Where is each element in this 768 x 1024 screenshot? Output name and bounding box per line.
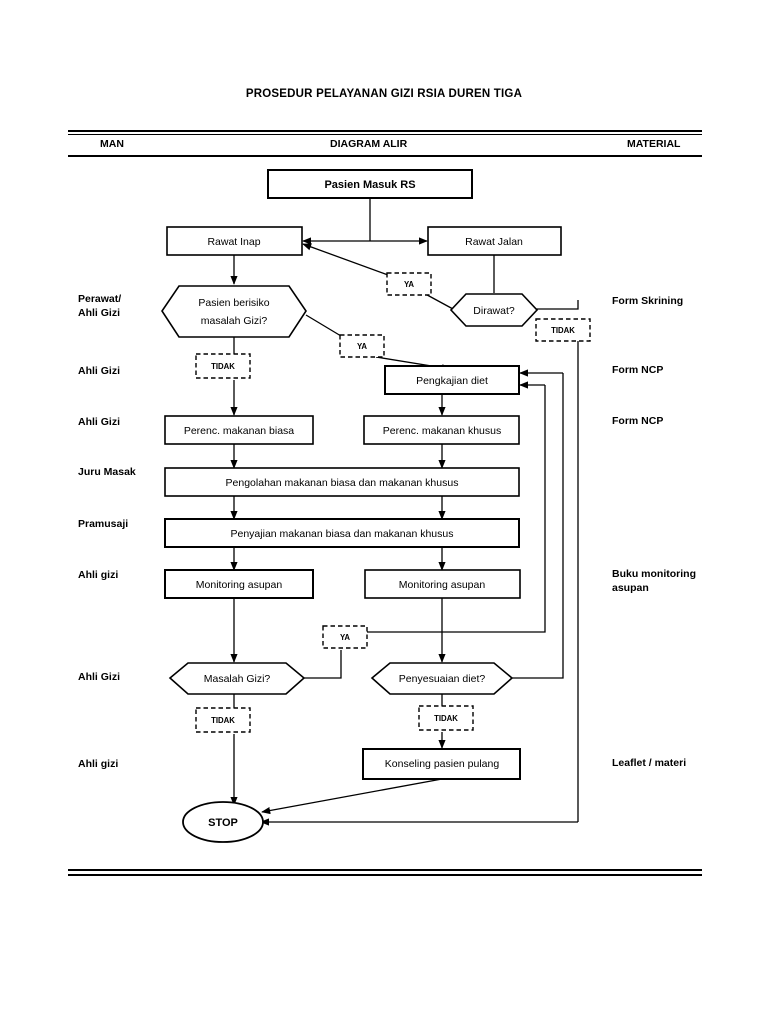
node-label-pengolahan-makanan: Pengolahan makanan biasa dan makanan khu… [226,477,459,489]
node-label-rawat-jalan: Rawat Jalan [465,236,523,248]
node-perenc-makanan-khusus[interactable]: Perenc. makanan khusus [363,415,520,445]
column-header-diagram: DIAGRAM ALIR [330,138,408,150]
tag-ya-dirawat: YA [386,272,432,296]
node-dirawat[interactable]: Dirawat? [449,293,539,327]
footer-rule-inner [68,874,702,876]
material-label-form-ncp-1: Form NCP [612,364,664,376]
node-label-konseling-pasien-pulang: Konseling pasien pulang [385,758,500,770]
header-rule-bottom [68,155,702,157]
header-rule-top-outer [68,130,702,132]
tag-ya-masalah-gizi: YA [322,625,368,649]
node-label-pasien-berisiko-line2: masalah Gizi? [201,315,268,327]
tag-tidak-dirawat: TIDAK [535,318,591,342]
node-label-perenc-makanan-biasa: Perenc. makanan biasa [184,425,294,437]
header-rule-top-inner [68,134,702,135]
edge-masalah-ya-rail [341,385,546,633]
page-title: PROSEDUR PELAYANAN GIZI RSIA DUREN TIGA [245,88,523,100]
man-label-ahli-gizi-5: Ahli gizi [78,758,119,770]
tag-label-tidak-dirawat: TIDAK [551,326,575,335]
footer-rule-outer [68,869,702,871]
node-rawat-jalan[interactable]: Rawat Jalan [427,226,562,256]
edge-konseling-to-stop [261,778,443,815]
column-header-material: MATERIAL [627,138,681,150]
man-label-ahli-gizi-2: Ahli Gizi [78,416,120,428]
node-label-rawat-inap: Rawat Inap [207,236,260,248]
column-header-man: MAN [100,138,124,150]
node-masalah-gizi[interactable]: Masalah Gizi? [168,662,306,695]
edge-masalah-ya-seg1 [304,650,342,679]
tag-label-ya-berisiko: YA [357,342,367,351]
node-penyesuaian-diet[interactable]: Penyesuaian diet? [370,662,514,695]
man-label-perawat-ahli-gizi: Perawat/Ahli Gizi [78,293,122,319]
edge-penyesuaian-ya-rail [512,373,564,679]
node-label-stop: STOP [208,817,238,829]
tag-tidak-berisiko: TIDAK [195,353,251,379]
node-pasien-berisiko[interactable]: Pasien berisiko masalah Gizi? [161,285,307,338]
node-label-dirawat: Dirawat? [473,305,515,317]
edge-dirawat-ya-seg2 [302,243,389,276]
edge-dirawat-tidak-seg1 [536,300,579,310]
node-perenc-makanan-biasa[interactable]: Perenc. makanan biasa [164,415,314,445]
material-label-form-ncp-2: Form NCP [612,415,664,427]
man-label-ahli-gizi-3: Ahli gizi [78,569,119,581]
node-rawat-inap[interactable]: Rawat Inap [166,226,303,256]
node-penyajian-makanan[interactable]: Penyajian makanan biasa dan makanan khus… [164,518,520,548]
man-label-ahli-gizi-4: Ahli Gizi [78,671,120,683]
tag-tidak-masalah-gizi: TIDAK [195,707,251,733]
node-label-penyesuaian-diet: Penyesuaian diet? [399,673,486,685]
edge-berisiko-ya-seg1 [305,314,342,337]
tag-ya-berisiko: YA [339,334,385,358]
tag-label-ya-masalah-gizi: YA [340,633,350,642]
material-label-leaflet: Leaflet / materi [612,757,687,769]
node-label-monitoring-asupan-kanan: Monitoring asupan [399,579,486,591]
node-label-perenc-makanan-khusus: Perenc. makanan khusus [383,425,501,437]
node-stop[interactable]: STOP [182,801,264,843]
node-label-pasien-berisiko-line1: Pasien berisiko [198,297,269,309]
node-label-monitoring-asupan-kiri: Monitoring asupan [196,579,283,591]
node-label-pasien-masuk-rs: Pasien Masuk RS [324,179,415,191]
tag-label-tidak-penyesuaian: TIDAK [434,714,458,723]
node-monitoring-asupan-kiri[interactable]: Monitoring asupan [164,569,314,599]
connectors [230,198,579,826]
node-konseling-pasien-pulang[interactable]: Konseling pasien pulang [362,748,521,780]
man-label-juru-masak: Juru Masak [78,466,136,478]
node-monitoring-asupan-kanan[interactable]: Monitoring asupan [364,569,521,599]
tag-label-ya-dirawat: YA [404,280,414,289]
tag-label-tidak-masalah-gizi: TIDAK [211,716,235,725]
node-pasien-masuk-rs[interactable]: Pasien Masuk RS [267,169,473,199]
material-label-form-skrining: Form Skrining [612,295,684,307]
tag-label-tidak-berisiko: TIDAK [211,362,235,371]
node-label-penyajian-makanan: Penyajian makanan biasa dan makanan khus… [231,528,454,540]
man-label-pramusaji: Pramusaji [78,518,129,530]
node-label-pengkajian-diet: Pengkajian diet [416,375,488,387]
node-pengkajian-diet[interactable]: Pengkajian diet [384,365,520,395]
tag-tidak-penyesuaian: TIDAK [418,705,474,731]
node-pengolahan-makanan[interactable]: Pengolahan makanan biasa dan makanan khu… [164,467,520,497]
man-label-ahli-gizi-1: Ahli Gizi [78,365,120,377]
node-label-masalah-gizi: Masalah Gizi? [204,673,271,685]
